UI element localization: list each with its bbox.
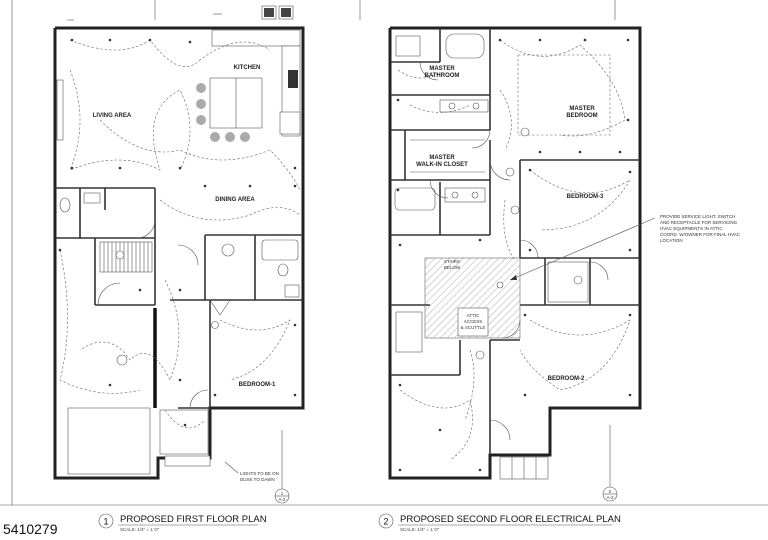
section-marker-first-sheet: A-2: [278, 497, 286, 502]
section-marker-second-floor: 2 A-2: [602, 425, 618, 502]
room-label-bedroom-1: BEDROOM-1: [239, 382, 276, 388]
section-marker-first-floor: 1 A-2: [274, 430, 290, 504]
stairs-below-label-1: STAIRS: [444, 259, 460, 264]
hvac-note-line-4: COORD. W/OWNER FOR FINAL HVAC: [660, 232, 741, 237]
listing-id: 5410279: [3, 521, 58, 537]
second-floor-plan: [388, 26, 656, 480]
lights-note-line-2: DUSK TO DAWN: [240, 477, 275, 482]
section-marker-second-num: 2: [609, 489, 612, 494]
room-label-master-bathroom-2: BATHROOM: [425, 73, 460, 79]
first-floor-plan-title: PROPOSED FIRST FLOOR PLAN: [120, 514, 267, 525]
first-floor-title-block: 1 PROPOSED FIRST FLOOR PLAN SCALE: 1/4" …: [98, 513, 267, 532]
attic-access-label-1: ATTIC: [467, 313, 480, 318]
attic-access-label-2: ACCESS: [464, 319, 483, 324]
room-label-bedroom-3: BEDROOM-3: [567, 194, 604, 200]
first-floor-plan-scale: SCALE: 1/4" = 1'-0": [120, 527, 160, 532]
hvac-note-line-1: PROVIDE SERVICE LIGHT, SWITCH: [660, 214, 735, 219]
hvac-note-line-3: HVAC EQUIPMENTS IN ATTIC: [660, 226, 723, 231]
room-label-dining-area: DINING AREA: [215, 197, 255, 203]
room-label-master-bedroom-2: BEDROOM: [566, 113, 597, 119]
section-marker-first-num: 1: [281, 491, 284, 496]
hvac-note-line-2: AND RECEPTACLE FOR SERVICING: [660, 220, 738, 225]
second-floor-plan-title: PROPOSED SECOND FLOOR ELECTRICAL PLAN: [400, 514, 621, 525]
second-floor-plan-scale: SCALE: 1/4" = 1'-0": [400, 527, 440, 532]
lights-note-line-1: LIGHTS TO BE ON: [240, 471, 279, 476]
second-floor-title-block: 2 PROPOSED SECOND FLOOR ELECTRICAL PLAN …: [378, 513, 621, 532]
section-marker-second-sheet: A-2: [606, 495, 614, 500]
room-label-bedroom-2: BEDROOM-2: [548, 376, 585, 382]
room-label-master-closet-2: WALK-IN CLOSET: [416, 162, 468, 168]
room-label-living-area: LIVING AREA: [93, 113, 132, 119]
attic-access-label-3: & SCUTTLE: [461, 325, 486, 330]
hvac-note-line-5: LOCATION: [660, 238, 683, 243]
room-label-kitchen: KITCHEN: [234, 65, 261, 71]
stairs-below-label-2: BELOW: [444, 265, 461, 270]
second-floor-plan-number: 2: [383, 517, 388, 527]
first-floor-plan: [53, 26, 305, 480]
sheet-frame: [0, 0, 768, 506]
first-floor-plan-number: 1: [103, 517, 108, 527]
room-label-master-bathroom-1: MASTER: [429, 66, 455, 72]
hvac-note: PROVIDE SERVICE LIGHT, SWITCH AND RECEPT…: [660, 214, 741, 243]
room-label-master-bedroom-1: MASTER: [569, 106, 595, 112]
room-label-master-closet-1: MASTER: [429, 155, 455, 161]
